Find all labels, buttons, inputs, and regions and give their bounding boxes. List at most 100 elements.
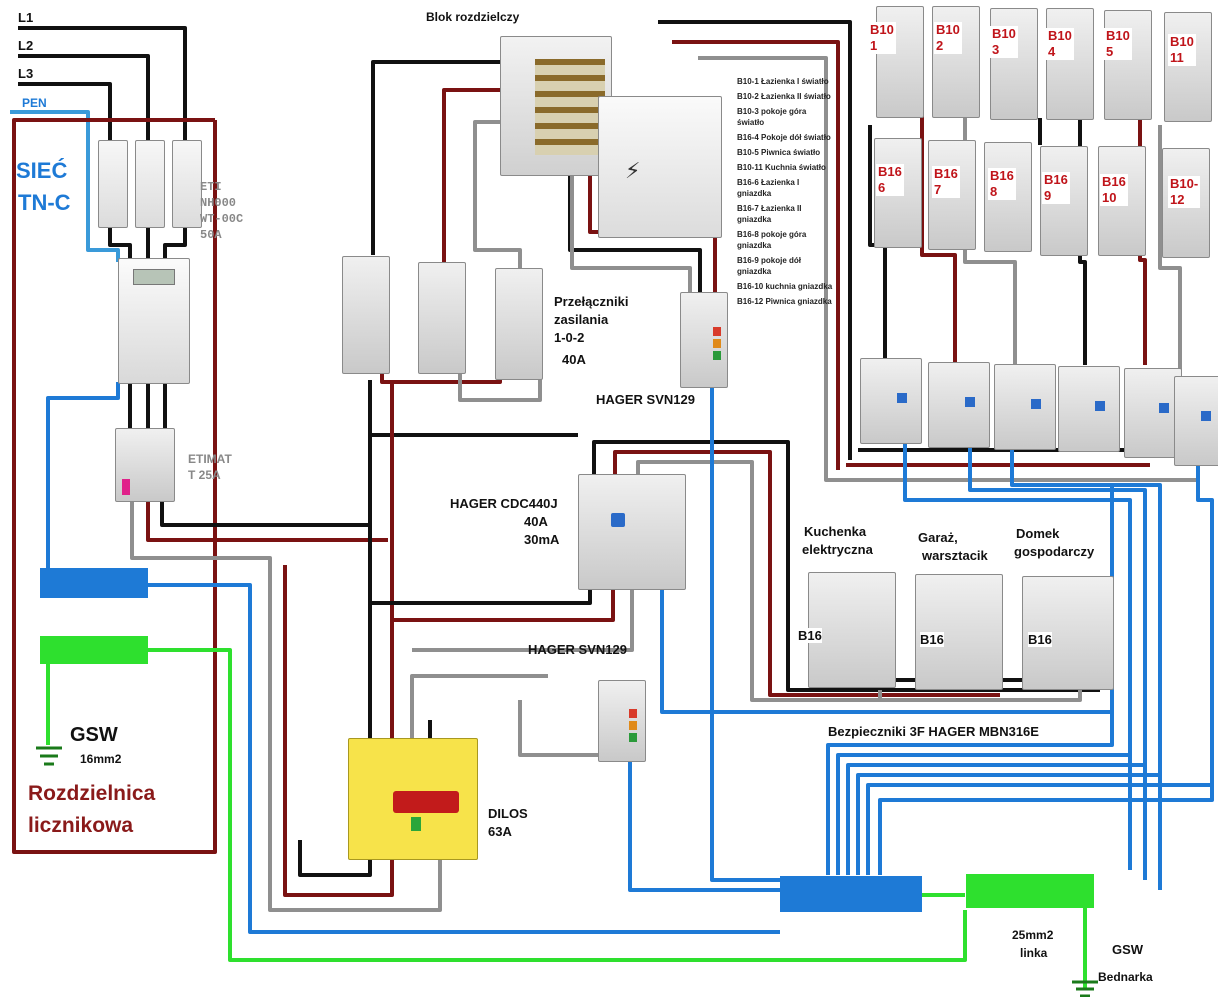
- wire-n-rcd4: [878, 420, 1214, 875]
- label-l2: L2: [18, 38, 34, 53]
- mcb-type: B10: [1048, 28, 1072, 43]
- label-switches-4: 40A: [562, 352, 586, 367]
- rcbo-6-button: [1201, 411, 1211, 421]
- label-rcd-1: HAGER CDC440J: [450, 496, 558, 511]
- dilos-red-handle: [393, 791, 459, 813]
- label-meter-board-2: licznikowa: [28, 814, 134, 837]
- dilos-green-window: [411, 817, 421, 831]
- label-cable-2: linka: [1020, 946, 1048, 960]
- mcb-type: B10: [992, 26, 1016, 41]
- label-distribution-block: Blok rozdzielczy: [426, 10, 520, 24]
- circuit-item: B16-7 Łazienka II gniazdka: [737, 204, 802, 224]
- mcb-top-4: [1046, 8, 1094, 120]
- mcb-num: 4: [1048, 44, 1056, 59]
- wire-rcd-bus-brown: [392, 588, 615, 622]
- label-gsw-right: GSW: [1112, 942, 1144, 957]
- circuit-item: B16-12 Piwnica gniazdka: [737, 297, 832, 306]
- label-breaker-2: T 25A: [188, 468, 221, 482]
- circuit-item: B16-9 pokoje dół gniazdka: [737, 256, 802, 276]
- svn-lamp-green: [713, 351, 721, 360]
- nh-fuse-2: [135, 140, 165, 228]
- wire-breaker-brown: [146, 500, 388, 542]
- rcbo-4-button: [1095, 401, 1105, 411]
- label-fuses-3f: Bezpieczniki 3F HAGER MBN316E: [828, 724, 1039, 739]
- rcd-test-button: [611, 513, 625, 527]
- circuit-item: B16-8 pokoje góra gniazdka: [737, 230, 807, 250]
- meter-board-frame: [12, 118, 217, 854]
- mcb-num: 2: [936, 38, 944, 53]
- wire-sw2-top: [442, 88, 500, 262]
- earth-symbol-left: [36, 746, 62, 766]
- wire-right-brown: [672, 40, 840, 470]
- wire-breaker-gray: [130, 500, 442, 912]
- wire-sw-bottom-gray: [458, 372, 542, 402]
- mcb-num: 5: [1106, 44, 1114, 59]
- wire-sw-bottom-brown: [380, 372, 502, 384]
- label-switches-1: Przełączniki: [554, 294, 629, 309]
- svn-lamp-red: [713, 327, 721, 336]
- switch-3: [495, 268, 543, 380]
- wire-svn-bottom-n: [610, 758, 780, 892]
- wire-pe-left-bar: [148, 648, 967, 962]
- wire-rcd-in-brown: [613, 450, 1000, 697]
- label-outbuilding-rating: B16: [1028, 632, 1052, 647]
- lightning-icon: ⚡: [625, 159, 641, 184]
- wire-rcd-bus-gray: [412, 588, 634, 652]
- mcb-num: 12: [1170, 192, 1185, 207]
- label-svn-bottom: HAGER SVN129: [528, 642, 627, 657]
- rcbo-5: [1124, 368, 1182, 458]
- wire-dilos-out-brown: [283, 565, 394, 897]
- circuit-item: B16-6 Łazienka I gniazdka: [737, 178, 800, 198]
- circuit-item: B10-3 pokoje góra światło: [737, 107, 807, 127]
- wire-n-left-bar: [148, 583, 780, 934]
- mcb-num: 7: [934, 182, 942, 197]
- wire-mcb6: [1158, 125, 1182, 375]
- rcbo-6: [1174, 376, 1218, 466]
- mcb-type: B16: [1044, 172, 1068, 187]
- rcbo-2: [928, 362, 990, 448]
- mcb-num: 8: [990, 184, 998, 199]
- label-garage-1: Garaż,: [918, 530, 958, 545]
- svn129-bottom: [598, 680, 646, 762]
- mcb-top-5: [1104, 10, 1152, 120]
- wire-dilos-gray: [410, 674, 548, 742]
- mcb-type: B10: [936, 22, 960, 37]
- circuit-legend: B10-1 Łazienka I światło B10-2 Łazienka …: [737, 76, 833, 311]
- wire-n-bar-a: [826, 712, 1114, 875]
- label-breaker-1: ETIMAT: [188, 452, 232, 466]
- label-kitchen-2: elektryczna: [802, 542, 873, 557]
- wire-pen: [10, 110, 120, 262]
- mcb-type: B10: [1170, 34, 1194, 49]
- label-rcd-3: 30mA: [524, 532, 560, 547]
- label-pen: PEN: [22, 96, 47, 110]
- earth-symbol-right: [1072, 980, 1098, 997]
- wire-meter-n: [46, 382, 120, 568]
- wire-l2: [18, 54, 150, 140]
- rcd-cdc440j: [578, 474, 686, 590]
- label-svn-top: HAGER SVN129: [596, 392, 695, 407]
- label-kitchen-1: Kuchenka: [804, 524, 867, 539]
- mcb-type: B16: [990, 168, 1014, 183]
- wire-3f-gray: [878, 688, 1082, 702]
- mcb-num: 11: [1170, 50, 1184, 65]
- label-l3: L3: [18, 66, 34, 81]
- pe-bar-right: [966, 874, 1094, 908]
- label-switches-3: 1-0-2: [554, 330, 585, 345]
- label-rcd-2: 40A: [524, 514, 548, 529]
- neutral-bar-left: [40, 568, 148, 598]
- label-fuse-1: ETI: [200, 180, 222, 194]
- distribution-block-cover: ⚡: [598, 96, 722, 238]
- wire-mcb2: [920, 110, 957, 365]
- label-network-1: SIEĆ: [16, 158, 68, 183]
- rcbo-4: [1058, 366, 1120, 452]
- label-cable-1: 25mm2: [1012, 928, 1054, 942]
- label-outbuilding-2: gospodarczy: [1014, 544, 1095, 559]
